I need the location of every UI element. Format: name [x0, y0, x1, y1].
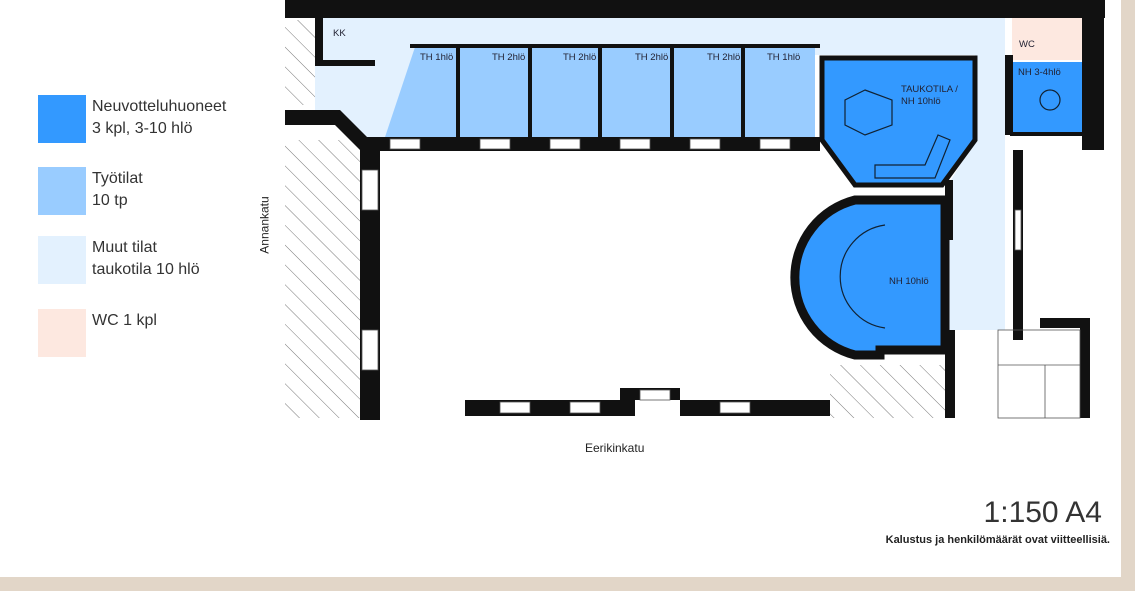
legend-label: Muut tilat — [92, 239, 157, 256]
table-icon — [1039, 89, 1061, 111]
room-label-nh10: NH 10hlö — [889, 276, 929, 287]
wc-room — [1012, 14, 1082, 60]
page-border — [1121, 0, 1135, 591]
legend-swatch — [38, 309, 86, 357]
meeting-room-small — [1010, 62, 1082, 132]
legend-swatch — [38, 95, 86, 143]
room-label-th: TH 2hlö — [707, 52, 740, 63]
room-dividers — [410, 44, 820, 137]
room-label-kk: KK — [333, 28, 346, 39]
legend-label: Neuvotteluhuoneet — [92, 98, 227, 115]
legend-other-spaces: Muut tilat taukotila 10 hlö — [38, 236, 200, 284]
legend-swatch — [38, 167, 86, 215]
street-label-west: Annankatu — [257, 196, 272, 254]
legend-label: Työtilat — [92, 170, 143, 187]
hatched-area — [285, 140, 360, 418]
hatched-area — [285, 20, 315, 105]
stairs — [997, 329, 1081, 419]
legend-wc: WC 1 kpl — [38, 309, 157, 357]
room-label-wc: WC — [1019, 39, 1035, 50]
room-label-th: TH 2hlö — [492, 52, 525, 63]
meeting-room-large — [790, 195, 950, 360]
legend-meeting-rooms: Neuvotteluhuoneet 3 kpl, 3-10 hlö — [38, 95, 226, 143]
room-label-th: TH 1hlö — [420, 52, 453, 63]
windows — [361, 138, 1022, 414]
room-label-th: TH 2hlö — [635, 52, 668, 63]
legend-label: WC 1 kpl — [92, 312, 157, 329]
legend-sublabel: 10 tp — [92, 192, 128, 209]
room-label-taukotila-nh: NH 10hlö — [901, 96, 941, 107]
table-icon — [844, 89, 893, 136]
street-label-south: Eerikinkatu — [585, 441, 645, 455]
corridor — [315, 18, 1005, 330]
room-label-nh34: NH 3-4hlö — [1018, 67, 1061, 78]
page-border — [0, 577, 1135, 591]
legend-swatch — [38, 236, 86, 284]
room-label-th: TH 2hlö — [563, 52, 596, 63]
legend-sublabel: taukotila 10 hlö — [92, 261, 200, 278]
scale-label: 1:150 A4 — [983, 496, 1102, 529]
legend-sublabel: 3 kpl, 3-10 hlö — [92, 120, 193, 137]
room-label-th: TH 1hlö — [767, 52, 800, 63]
hatched-area — [830, 365, 945, 418]
table-icon — [839, 224, 886, 329]
break-room — [819, 55, 978, 188]
sofa-icon — [874, 134, 951, 179]
room-label-taukotila: TAUKOTILA / — [901, 84, 958, 95]
legend-workspaces: Työtilat 10 tp — [38, 167, 143, 215]
disclaimer-note: Kalustus ja henkilömäärät ovat viitteell… — [885, 534, 1110, 546]
